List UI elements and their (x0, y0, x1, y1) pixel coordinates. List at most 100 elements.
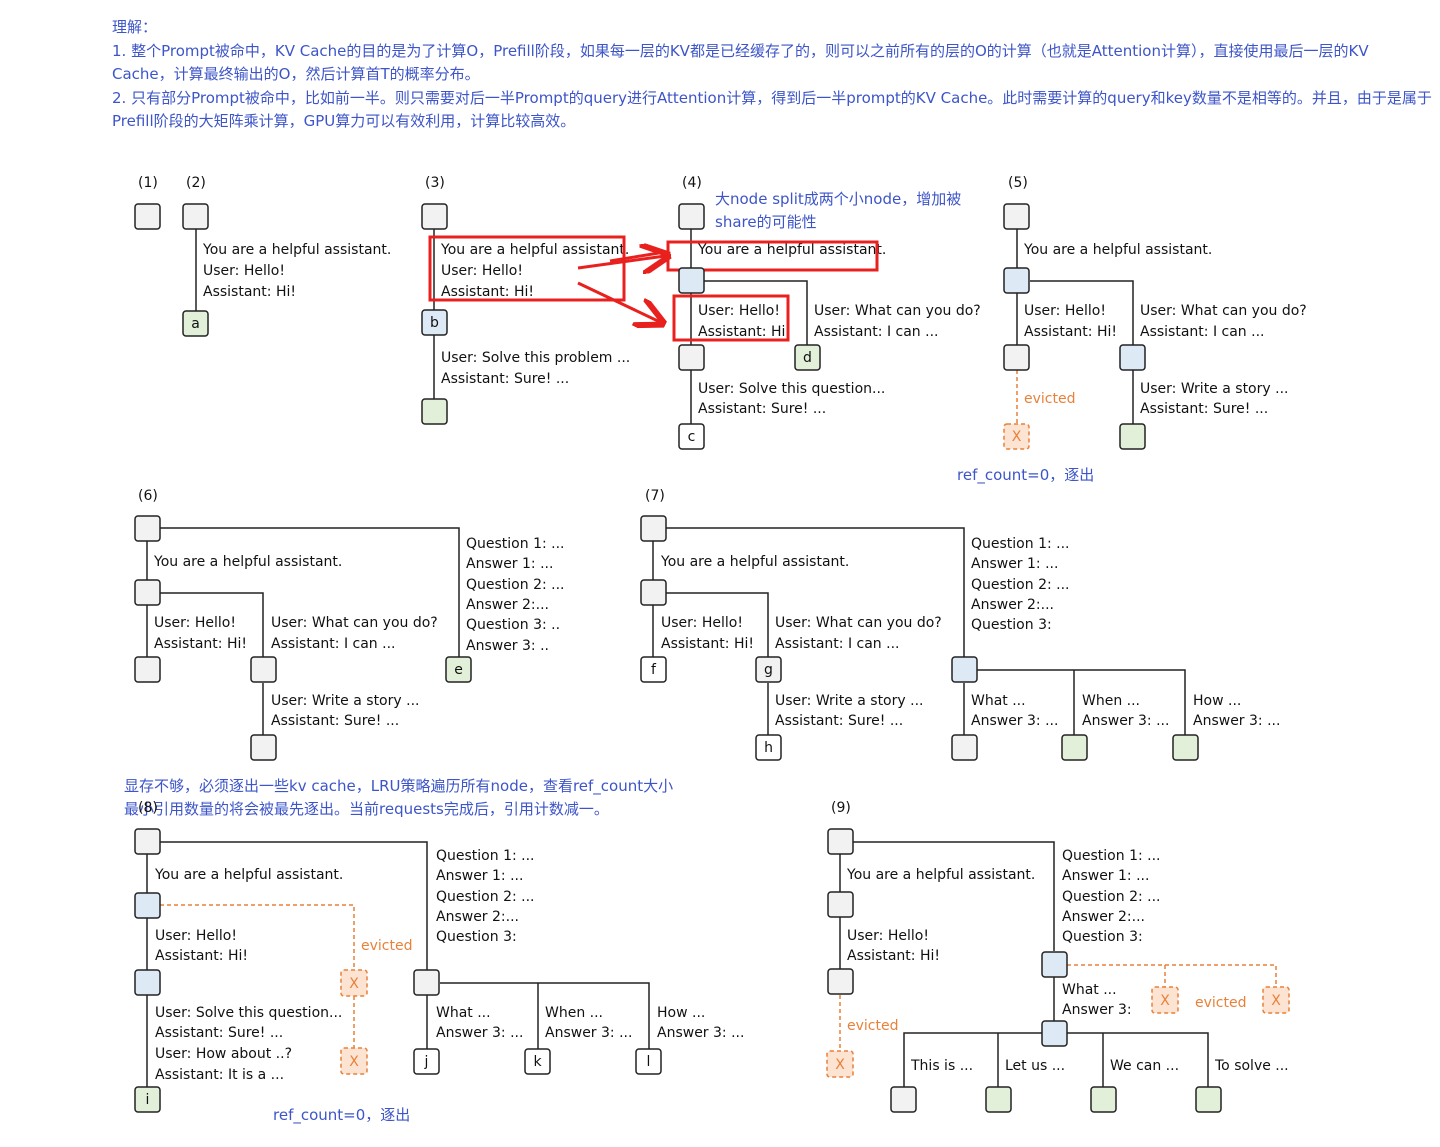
edge-label: Assistant: Sure! ... (155, 1025, 283, 1041)
edge-label: Answer 2:... (971, 597, 1054, 613)
edge-label: Answer 2:... (436, 909, 519, 925)
tree-node-k (524, 1048, 551, 1075)
panel-6: (6) You are a helpful assistant. User: H… (134, 488, 565, 761)
panel-label-2: (2) (186, 175, 206, 191)
tree-node (1041, 1020, 1068, 1047)
edge-label: Question 3: (436, 929, 517, 945)
tree-node-i (134, 1086, 161, 1113)
highlight-box (428, 235, 626, 302)
edge-label: How ... (657, 1005, 705, 1021)
panel-9: (9) You are a helpful assistant. Questio… (826, 800, 1290, 1113)
node-label-e: e (454, 662, 463, 678)
tree-node (134, 203, 161, 230)
tree-node-b (421, 309, 448, 336)
tree-node-e (445, 656, 472, 683)
node-label-h: h (764, 740, 773, 756)
edge-label: Question 2: ... (436, 889, 535, 905)
tree-node (1172, 734, 1199, 761)
edge-label: Assistant: Hi! (847, 948, 940, 964)
edge-label: You are a helpful assistant. (660, 554, 849, 570)
tree-node (827, 891, 854, 918)
panel-3: (3) You are a helpful assistant. User: H… (421, 175, 630, 425)
edge-label: Question 1: ... (436, 848, 535, 864)
edge-label: Assistant: Hi! (203, 284, 296, 300)
edge-label: Assistant: Hi! (661, 636, 754, 652)
evicted-label: evicted (847, 1018, 898, 1034)
lru-note-1: 显存不够，必须逐出一些kv cache，LRU策略遍历所有node，查看ref_… (124, 777, 673, 796)
tree-node (134, 892, 161, 919)
panel-1: (1) (134, 175, 161, 230)
tree-node (951, 734, 978, 761)
edge-label: Question 2: ... (466, 577, 565, 593)
edge-label: Answer 3: ... (971, 713, 1058, 729)
highlight-box (666, 240, 879, 272)
edge-label: Answer 3: (1062, 1002, 1132, 1018)
tree-node (678, 203, 705, 230)
edge-label: You are a helpful assistant. (154, 867, 343, 883)
panel-label-1: (1) (138, 175, 158, 191)
edge-label: Question 1: ... (466, 536, 565, 552)
panel-label-3: (3) (425, 175, 445, 191)
edge-label: What ... (1062, 982, 1117, 998)
edge-label: Assistant: Hi! (154, 636, 247, 652)
edge-label: You are a helpful assistant. (697, 242, 886, 258)
node-label-j: j (424, 1054, 429, 1070)
tree-node (134, 579, 161, 606)
tree-node (182, 203, 209, 230)
edge-label: User: What can you do? (271, 615, 438, 631)
edge-label: Assistant: It is a ... (155, 1067, 284, 1083)
edge-label: To solve ... (1214, 1058, 1289, 1074)
evicted-node (1003, 423, 1030, 450)
split-arrows (577, 252, 665, 322)
tree-node-g (755, 656, 782, 683)
edge-label: User: Hello! (847, 928, 929, 944)
edge-label: User: Hello! (441, 263, 523, 279)
edge-label: What ... (971, 693, 1026, 709)
edge-label: Answer 3: ... (657, 1025, 744, 1041)
edge-label: User: Hello! (698, 303, 780, 319)
edge-label: You are a helpful assistant. (440, 242, 629, 258)
edge-label: Assistant: Hi! (698, 324, 791, 340)
tree-node (640, 515, 667, 542)
edge-label: Answer 1: ... (436, 868, 523, 884)
edge-label: User: Hello! (1024, 303, 1106, 319)
edge-label: Answer 3: ... (1193, 713, 1280, 729)
node-label-c: c (688, 429, 696, 445)
tree-node (1041, 951, 1068, 978)
lru-note-2: 最小引用数量的将会被最先逐出。当前requests完成后，引用计数减一。 (124, 800, 609, 818)
node-label-b: b (430, 315, 439, 331)
tree-node (827, 968, 854, 995)
evicted-x-icon: X (349, 976, 359, 992)
edge-label: Answer 1: ... (971, 556, 1058, 572)
edge-label: Answer 3: .. (466, 638, 549, 654)
tree-node (421, 398, 448, 425)
notes-point-1: 1. 整个Prompt被命中，KV Cache的目的是为了计算O，Prefill… (112, 41, 1369, 84)
panel-label-6: (6) (138, 488, 158, 504)
edge-label: Question 1: ... (1062, 848, 1161, 864)
node-label-l: l (647, 1054, 651, 1070)
notes-block: 理解： 1. 整个Prompt被命中，KV Cache的目的是为了计算O，Pre… (112, 16, 1432, 134)
edge-label: Answer 3: ... (545, 1025, 632, 1041)
edge-label: When ... (1082, 693, 1140, 709)
tree-node (890, 1086, 917, 1113)
evicted-node (826, 1050, 854, 1078)
edge-label: We can ... (1110, 1058, 1179, 1074)
edge-label: Assistant: Hi! (441, 284, 534, 300)
edge-label: User: Hello! (203, 263, 285, 279)
edge-label: Answer 2:... (1062, 909, 1145, 925)
tree-node-a (182, 310, 209, 337)
edge-label: User: Hello! (661, 615, 743, 631)
evicted-x-icon: X (1012, 429, 1022, 445)
edge-label: Assistant: Sure! ... (775, 713, 903, 729)
node-label-a: a (191, 316, 200, 332)
tree-node (250, 734, 277, 761)
tree-node-c (678, 423, 705, 450)
edge-label: Assistant: Sure! ... (1140, 401, 1268, 417)
edge-label: User: Solve this question... (155, 1005, 342, 1021)
edge-label: You are a helpful assistant. (153, 554, 342, 570)
edge-label: User: Write a story ... (775, 693, 923, 709)
panel-8: (8) You are a helpful assistant. Questio… (134, 800, 744, 1125)
edge-label: This is ... (910, 1058, 973, 1074)
tree-node-j (413, 1048, 440, 1075)
evicted-label: evicted (1195, 995, 1246, 1011)
